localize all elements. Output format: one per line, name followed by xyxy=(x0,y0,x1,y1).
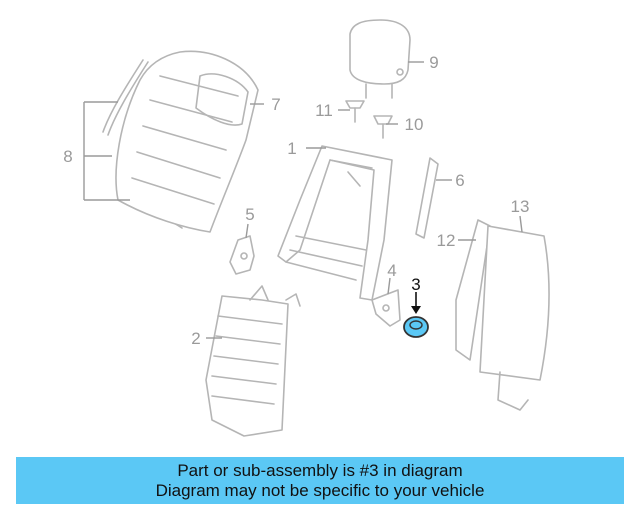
callout-8: 8 xyxy=(63,147,72,166)
part-2-lumbar xyxy=(205,285,301,437)
callout-10: 10 xyxy=(405,115,424,134)
banner-line-2: Diagram may not be specific to your vehi… xyxy=(155,481,485,500)
callout-5: 5 xyxy=(245,205,254,224)
parts-diagram: 1 2 3 4 5 6 7 8 9 10 11 12 13 xyxy=(63,19,550,437)
callout-13: 13 xyxy=(511,197,530,216)
callout-2: 2 xyxy=(191,329,200,348)
callout-6: 6 xyxy=(455,171,464,190)
banner-line-1: Part or sub-assembly is #3 in diagram xyxy=(177,461,463,480)
callout-11: 11 xyxy=(315,101,333,120)
callout-7: 7 xyxy=(271,95,280,114)
part-13-rear-panel xyxy=(479,225,550,411)
part-6-trim xyxy=(415,157,439,239)
callout-1: 1 xyxy=(287,139,296,158)
part-12-side-panel xyxy=(455,219,491,361)
part-9-headrest xyxy=(349,19,411,99)
part-3-highlighted xyxy=(403,316,429,338)
callout-9: 9 xyxy=(429,53,438,72)
part-11-guide xyxy=(345,100,365,123)
part-5-bracket xyxy=(229,235,255,275)
part-10-guide xyxy=(373,115,393,139)
part-4-cover xyxy=(371,289,401,327)
part-7-backrest-cushion xyxy=(115,50,259,233)
callout-4: 4 xyxy=(387,261,396,280)
part-1-backrest-frame xyxy=(277,145,393,301)
callout-12: 12 xyxy=(437,231,456,250)
callout-3: 3 xyxy=(411,275,420,294)
info-banner: Part or sub-assembly is #3 in diagram Di… xyxy=(16,457,624,504)
leader-lines xyxy=(83,61,523,339)
